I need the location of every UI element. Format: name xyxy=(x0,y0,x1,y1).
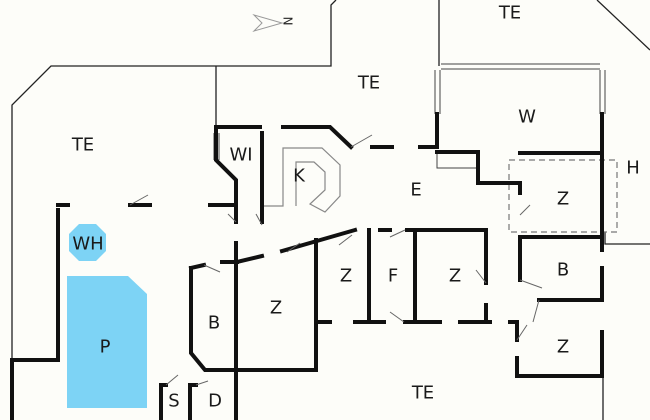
room-label-whirlpool: WH xyxy=(72,233,104,255)
room-label-h-zone: H xyxy=(626,157,640,179)
room-label-bedroom-southeast: Z xyxy=(556,336,570,358)
room-label-bedroom-mid1: Z xyxy=(339,265,353,287)
room-label-winter-garden: W xyxy=(518,106,536,128)
room-label-bedroom-west: Z xyxy=(269,297,283,319)
room-label-utility: WI xyxy=(229,144,253,166)
room-label-kitchen: K xyxy=(293,165,305,187)
room-label-bath-east: B xyxy=(556,259,570,281)
kitchen-counter xyxy=(264,147,341,213)
room-label-bedroom-mid2: Z xyxy=(448,265,462,287)
whirlpool xyxy=(69,224,106,261)
compass-arrow-icon xyxy=(252,13,284,33)
door-swings xyxy=(129,134,543,386)
compass-north-label: N xyxy=(281,16,296,26)
room-label-terrace-south: TE xyxy=(411,382,435,404)
room-label-terrace-north: TE xyxy=(357,72,381,94)
room-label-sauna: S xyxy=(168,390,180,412)
room-label-bath-west: B xyxy=(207,312,221,334)
pool xyxy=(67,276,147,408)
room-label-terrace-west: TE xyxy=(71,134,95,156)
room-label-f-room: F xyxy=(387,265,399,287)
room-label-terrace-northeast: TE xyxy=(498,2,522,24)
room-label-shower: D xyxy=(208,390,222,412)
h-zone-outline xyxy=(508,159,618,233)
room-label-living: E xyxy=(410,179,422,201)
room-label-pool: P xyxy=(99,336,111,358)
room-label-bedroom-east: Z xyxy=(556,188,570,210)
walls xyxy=(10,112,604,420)
